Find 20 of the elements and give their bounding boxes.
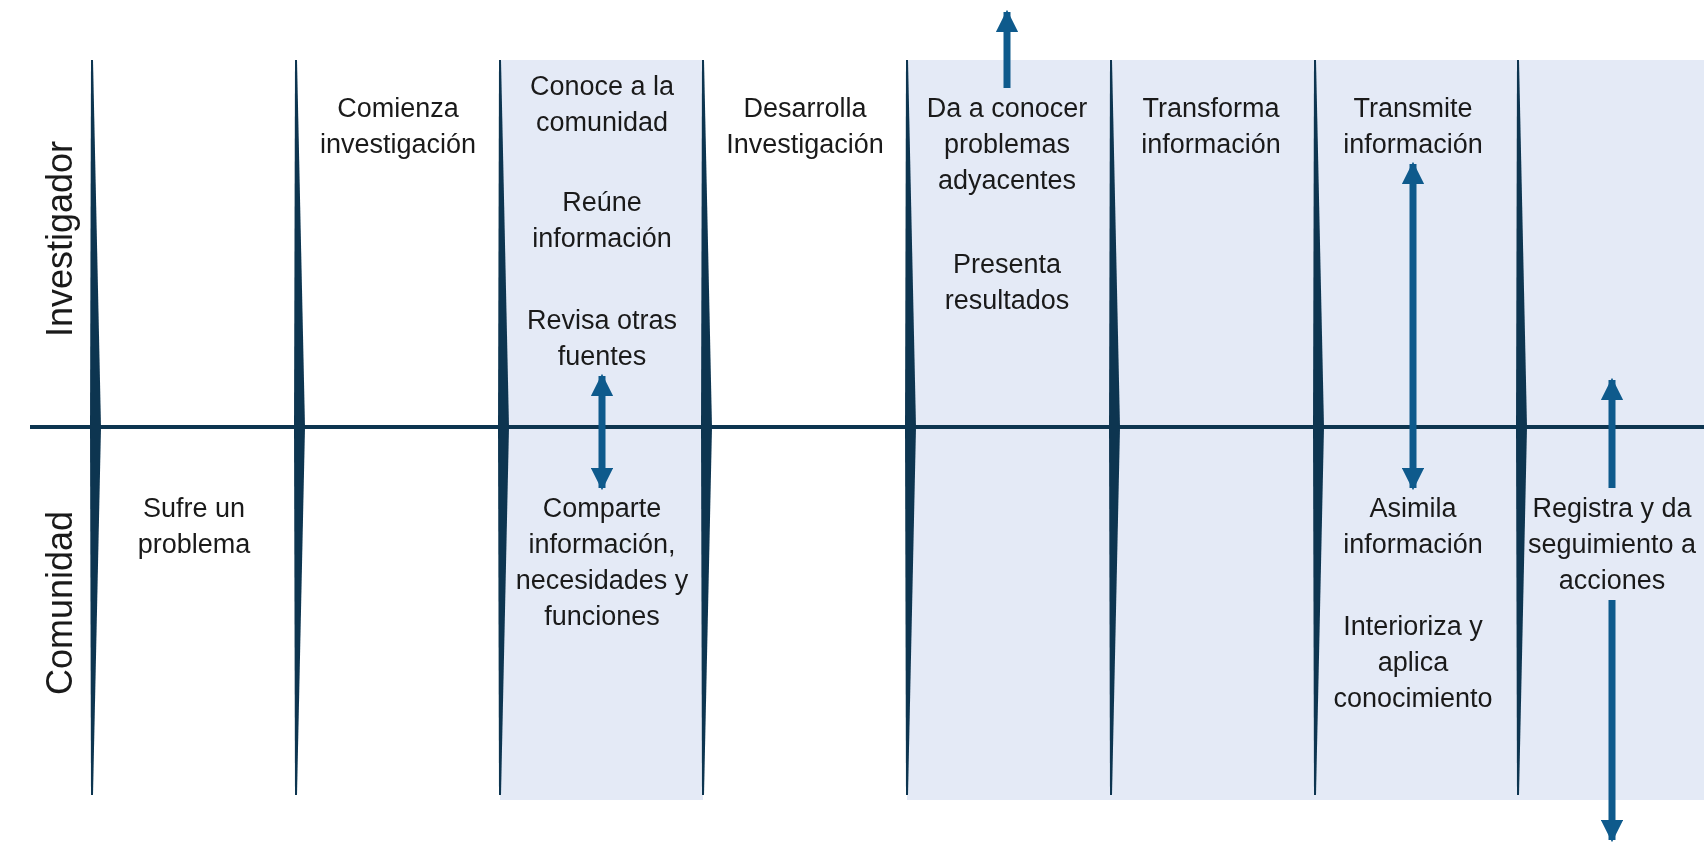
arrow: [995, 9, 1019, 88]
step-text: Transmite información: [1315, 90, 1511, 162]
step-text: Reúne información: [504, 184, 700, 256]
step-text: Sufre un problema: [96, 490, 292, 562]
step-text: Presenta resultados: [909, 246, 1105, 318]
step-text: Comienza investigación: [300, 90, 496, 162]
double-arrow: [590, 373, 614, 491]
lane-title: Investigador: [39, 140, 81, 338]
double-arrow: [1401, 161, 1425, 491]
step-text: Desarrolla Investigación: [707, 90, 903, 162]
step-text: Revisa otras fuentes: [504, 302, 700, 374]
step-text: Conoce a la comunidad: [504, 68, 700, 140]
step-text: Registra y da seguimiento a acciones: [1514, 490, 1704, 598]
step-text: Asimila información: [1315, 490, 1511, 562]
step-text: Interioriza y aplica conocimiento: [1315, 608, 1511, 716]
lane-title: Comunidad: [39, 510, 81, 696]
step-text: Da a conocer problemas adyacentes: [909, 90, 1105, 198]
step-text: Transforma información: [1113, 90, 1309, 162]
step-text: Comparte información, necesidades y funciones: [504, 490, 700, 634]
arrow: [1600, 600, 1624, 843]
